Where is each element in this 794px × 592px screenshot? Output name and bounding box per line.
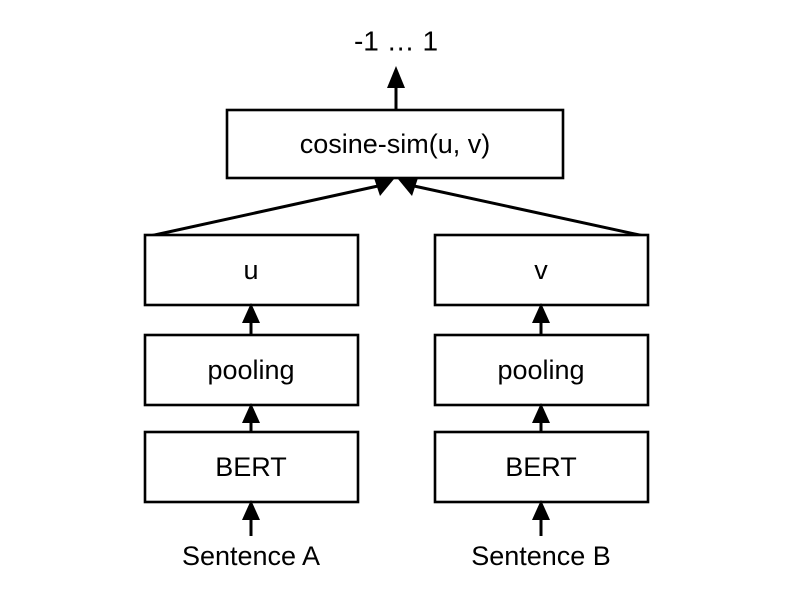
edge-sentence-a-to-bert-left: [242, 500, 260, 536]
node-cosine-sim[interactable]: cosine-sim(u, v): [225, 108, 565, 180]
edge-v-to-cosine: [398, 178, 645, 238]
edge-bert-left-to-pooling-left: [242, 403, 260, 432]
node-v[interactable]: v: [433, 233, 650, 307]
node-u[interactable]: u: [143, 233, 360, 307]
u-label: u: [243, 255, 258, 285]
arrow-head-pooling-right-to-v: [532, 303, 550, 323]
arrow-head-v-to-cosine: [398, 178, 418, 196]
pooling-right-label: pooling: [497, 355, 584, 385]
node-pooling-left[interactable]: pooling: [143, 333, 360, 407]
sentence-a-label: Sentence A: [182, 541, 320, 571]
edge-cosine-to-output: [387, 66, 405, 110]
cosine-sim-box[interactable]: [225, 108, 565, 180]
pooling-right-box[interactable]: [433, 333, 650, 407]
node-bert-right[interactable]: BERT: [433, 430, 650, 504]
v-label: v: [534, 255, 548, 285]
arrow-head-sentence-b: [532, 500, 550, 520]
sentence-b-label: Sentence B: [471, 541, 611, 571]
arrow-head-sentence-a: [242, 500, 260, 520]
node-pooling-right[interactable]: pooling: [433, 333, 650, 407]
arrow-head-pooling-left-to-u: [242, 303, 260, 323]
pooling-left-label: pooling: [207, 355, 294, 385]
edge-sentence-b-to-bert-right: [532, 500, 550, 536]
arrow-head-up-output: [387, 66, 405, 88]
pooling-left-box[interactable]: [143, 333, 360, 407]
edge-u-to-cosine: [149, 178, 394, 238]
node-bert-left[interactable]: BERT: [143, 430, 360, 504]
bert-right-box[interactable]: [433, 430, 650, 504]
edge-pooling-right-to-v: [532, 303, 550, 335]
u-box[interactable]: [143, 233, 360, 307]
arrow-head-bert-left-to-pooling-left: [242, 403, 260, 423]
arrow-head-u-to-cosine: [374, 178, 394, 196]
edge-bert-right-to-pooling-right: [532, 403, 550, 432]
output-range-label: -1 … 1: [354, 25, 438, 56]
bert-right-label: BERT: [505, 452, 577, 482]
cosine-sim-label: cosine-sim(u, v): [300, 129, 491, 159]
arrow-head-bert-right-to-pooling-right: [532, 403, 550, 423]
bert-left-label: BERT: [215, 452, 287, 482]
edge-pooling-left-to-u: [242, 303, 260, 335]
